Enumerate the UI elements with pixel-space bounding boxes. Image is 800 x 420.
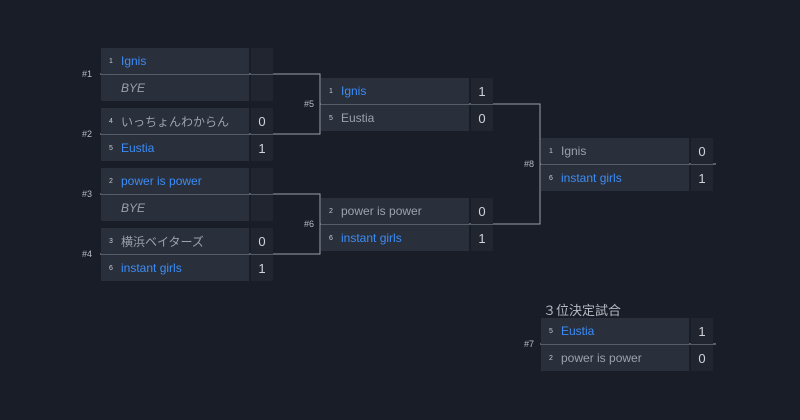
match-slot: BYE bbox=[101, 74, 273, 101]
match-slot[interactable]: 5 Eustia 1 bbox=[541, 318, 713, 344]
seed-number: 6 bbox=[549, 174, 553, 182]
match-label: #1 bbox=[81, 69, 92, 79]
score-box: 0 bbox=[251, 228, 273, 254]
match-label: #6 bbox=[303, 219, 314, 229]
team-name: Eustia bbox=[121, 141, 155, 155]
score-box bbox=[251, 48, 273, 74]
match-6[interactable]: 2 power is power 0 6 instant girls 1 bbox=[321, 198, 493, 251]
match-label: #5 bbox=[303, 99, 314, 109]
match-slot[interactable]: 6 instant girls 1 bbox=[101, 254, 273, 281]
seed-number: 1 bbox=[329, 87, 333, 95]
score-box: 0 bbox=[251, 108, 273, 134]
match-slot[interactable]: 6 instant girls 1 bbox=[541, 164, 713, 191]
team-name: Ignis bbox=[341, 84, 367, 98]
seed-number: 1 bbox=[549, 147, 553, 155]
match-slot[interactable]: 5 Eustia 1 bbox=[101, 134, 273, 161]
team-name: 横浜ベイターズ bbox=[121, 234, 204, 249]
match-2[interactable]: 4 いっちょんわからん 0 5 Eustia 1 bbox=[101, 108, 273, 161]
match-slot[interactable]: 1 Ignis 1 bbox=[321, 78, 493, 104]
seed-number: 2 bbox=[549, 354, 553, 362]
team-name: Eustia bbox=[341, 111, 375, 125]
score-box: 0 bbox=[471, 105, 493, 131]
match-slot: BYE bbox=[101, 194, 273, 221]
score-box bbox=[251, 195, 273, 221]
match-label: #2 bbox=[81, 129, 92, 139]
team-name: Ignis bbox=[121, 54, 147, 68]
team-name: BYE bbox=[121, 201, 146, 215]
match-4[interactable]: 3 横浜ベイターズ 0 6 instant girls 1 bbox=[101, 228, 273, 281]
match-8-final[interactable]: 1 Ignis 0 6 instant girls 1 bbox=[541, 138, 713, 191]
match-slot[interactable]: 3 横浜ベイターズ 0 bbox=[101, 228, 273, 254]
third-place-heading: ３位決定試合 bbox=[543, 303, 622, 318]
score-box: 1 bbox=[471, 225, 493, 251]
match-label: #3 bbox=[81, 189, 92, 199]
match-slot[interactable]: 1 Ignis 0 bbox=[541, 138, 713, 164]
match-5[interactable]: 1 Ignis 1 5 Eustia 0 bbox=[321, 78, 493, 131]
team-name: Eustia bbox=[561, 324, 595, 338]
match-1[interactable]: 1 Ignis BYE bbox=[101, 48, 273, 101]
match-slot[interactable]: 4 いっちょんわからん 0 bbox=[101, 108, 273, 134]
score-box: 0 bbox=[471, 198, 493, 224]
match-label: #4 bbox=[81, 249, 92, 259]
match-slot[interactable]: 2 power is power 0 bbox=[541, 344, 713, 371]
team-name: power is power bbox=[121, 174, 202, 188]
match-slot[interactable]: 5 Eustia 0 bbox=[321, 104, 493, 131]
seed-number: 1 bbox=[109, 57, 113, 65]
seed-number: 6 bbox=[329, 234, 333, 242]
team-name: instant girls bbox=[561, 171, 622, 185]
match-slot[interactable]: 6 instant girls 1 bbox=[321, 224, 493, 251]
score-box: 0 bbox=[691, 138, 713, 164]
seed-number: 5 bbox=[549, 327, 553, 335]
match-7-third-place[interactable]: 5 Eustia 1 2 power is power 0 bbox=[541, 318, 713, 371]
team-name: instant girls bbox=[121, 261, 182, 275]
seed-number: 4 bbox=[109, 117, 113, 125]
score-box: 1 bbox=[691, 165, 713, 191]
match-slot[interactable]: 1 Ignis bbox=[101, 48, 273, 74]
team-name: instant girls bbox=[341, 231, 402, 245]
team-name: power is power bbox=[561, 351, 642, 365]
score-box bbox=[251, 168, 273, 194]
score-box: 1 bbox=[251, 135, 273, 161]
score-box: 1 bbox=[471, 78, 493, 104]
seed-number: 3 bbox=[109, 237, 113, 245]
seed-number: 6 bbox=[109, 264, 113, 272]
seed-number: 2 bbox=[109, 177, 113, 185]
score-box: 1 bbox=[691, 318, 713, 344]
match-3[interactable]: 2 power is power BYE bbox=[101, 168, 273, 221]
score-box: 1 bbox=[251, 255, 273, 281]
score-box: 0 bbox=[691, 345, 713, 371]
team-name: Ignis bbox=[561, 144, 587, 158]
team-name: BYE bbox=[121, 81, 146, 95]
match-slot[interactable]: 2 power is power bbox=[101, 168, 273, 194]
match-label: #8 bbox=[523, 159, 534, 169]
team-name: いっちょんわからん bbox=[121, 114, 230, 129]
team-name: power is power bbox=[341, 204, 422, 218]
match-label: #7 bbox=[523, 339, 534, 349]
seed-number: 2 bbox=[329, 207, 333, 215]
score-box bbox=[251, 75, 273, 101]
match-slot[interactable]: 2 power is power 0 bbox=[321, 198, 493, 224]
seed-number: 5 bbox=[109, 144, 113, 152]
seed-number: 5 bbox=[329, 114, 333, 122]
